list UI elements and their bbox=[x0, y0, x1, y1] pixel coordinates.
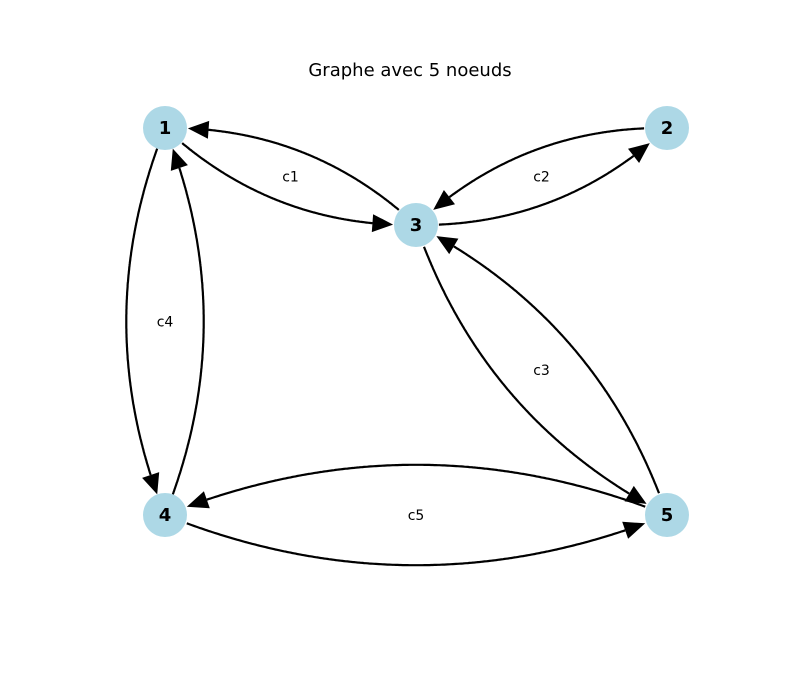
edge-4-to-5 bbox=[186, 522, 626, 567]
arrowhead-4-to-5 bbox=[622, 521, 646, 539]
edge-2-to-3 bbox=[448, 127, 645, 198]
edge-3-to-5 bbox=[422, 246, 630, 495]
node-3: 3 bbox=[394, 203, 438, 247]
edge-3-to-2 bbox=[438, 155, 635, 226]
node-label: 2 bbox=[661, 118, 674, 139]
node-label: 3 bbox=[410, 215, 423, 236]
node-circle bbox=[143, 493, 187, 537]
arrowhead-3-to-1 bbox=[187, 120, 210, 139]
arrowhead-3-to-2 bbox=[628, 143, 650, 163]
edge-1-to-4 bbox=[125, 148, 159, 476]
node-2: 2 bbox=[645, 106, 689, 150]
arrowhead-3-to-5 bbox=[624, 485, 647, 504]
node-1: 1 bbox=[143, 106, 187, 150]
graph-title: Graphe avec 5 noeuds bbox=[308, 60, 511, 81]
node-circle bbox=[645, 106, 689, 150]
edge-labels-layer: c1 c2 c3 c4 c5 bbox=[157, 170, 550, 525]
arrowhead-5-to-3 bbox=[436, 236, 459, 255]
node-label: 1 bbox=[159, 118, 172, 139]
edge-5-to-3 bbox=[453, 245, 661, 494]
edge-label-c3: c3 bbox=[533, 363, 550, 379]
node-circle bbox=[143, 106, 187, 150]
edge-label-c2: c2 bbox=[533, 170, 550, 186]
node-circle bbox=[394, 203, 438, 247]
edge-5-to-4 bbox=[206, 463, 646, 508]
arrowhead-5-to-4 bbox=[186, 491, 210, 509]
node-5: 5 bbox=[645, 493, 689, 537]
arrowhead-4-to-1 bbox=[170, 148, 188, 171]
node-label: 5 bbox=[661, 505, 674, 526]
edge-label-c1: c1 bbox=[282, 170, 299, 186]
arrowhead-1-to-4 bbox=[142, 472, 160, 495]
node-circle bbox=[645, 493, 689, 537]
arrowhead-1-to-3 bbox=[371, 214, 394, 233]
node-4: 4 bbox=[143, 493, 187, 537]
arrowhead-2-to-3 bbox=[433, 190, 455, 210]
edge-4-to-1 bbox=[171, 167, 205, 495]
edge-label-c4: c4 bbox=[157, 315, 174, 331]
edge-3-to-1 bbox=[208, 128, 400, 211]
edges-layer bbox=[125, 120, 661, 567]
node-label: 4 bbox=[159, 505, 172, 526]
edge-label-c5: c5 bbox=[408, 508, 425, 524]
nodes-layer: 1 2 3 4 5 bbox=[143, 106, 689, 537]
edge-1-to-3 bbox=[181, 142, 373, 225]
